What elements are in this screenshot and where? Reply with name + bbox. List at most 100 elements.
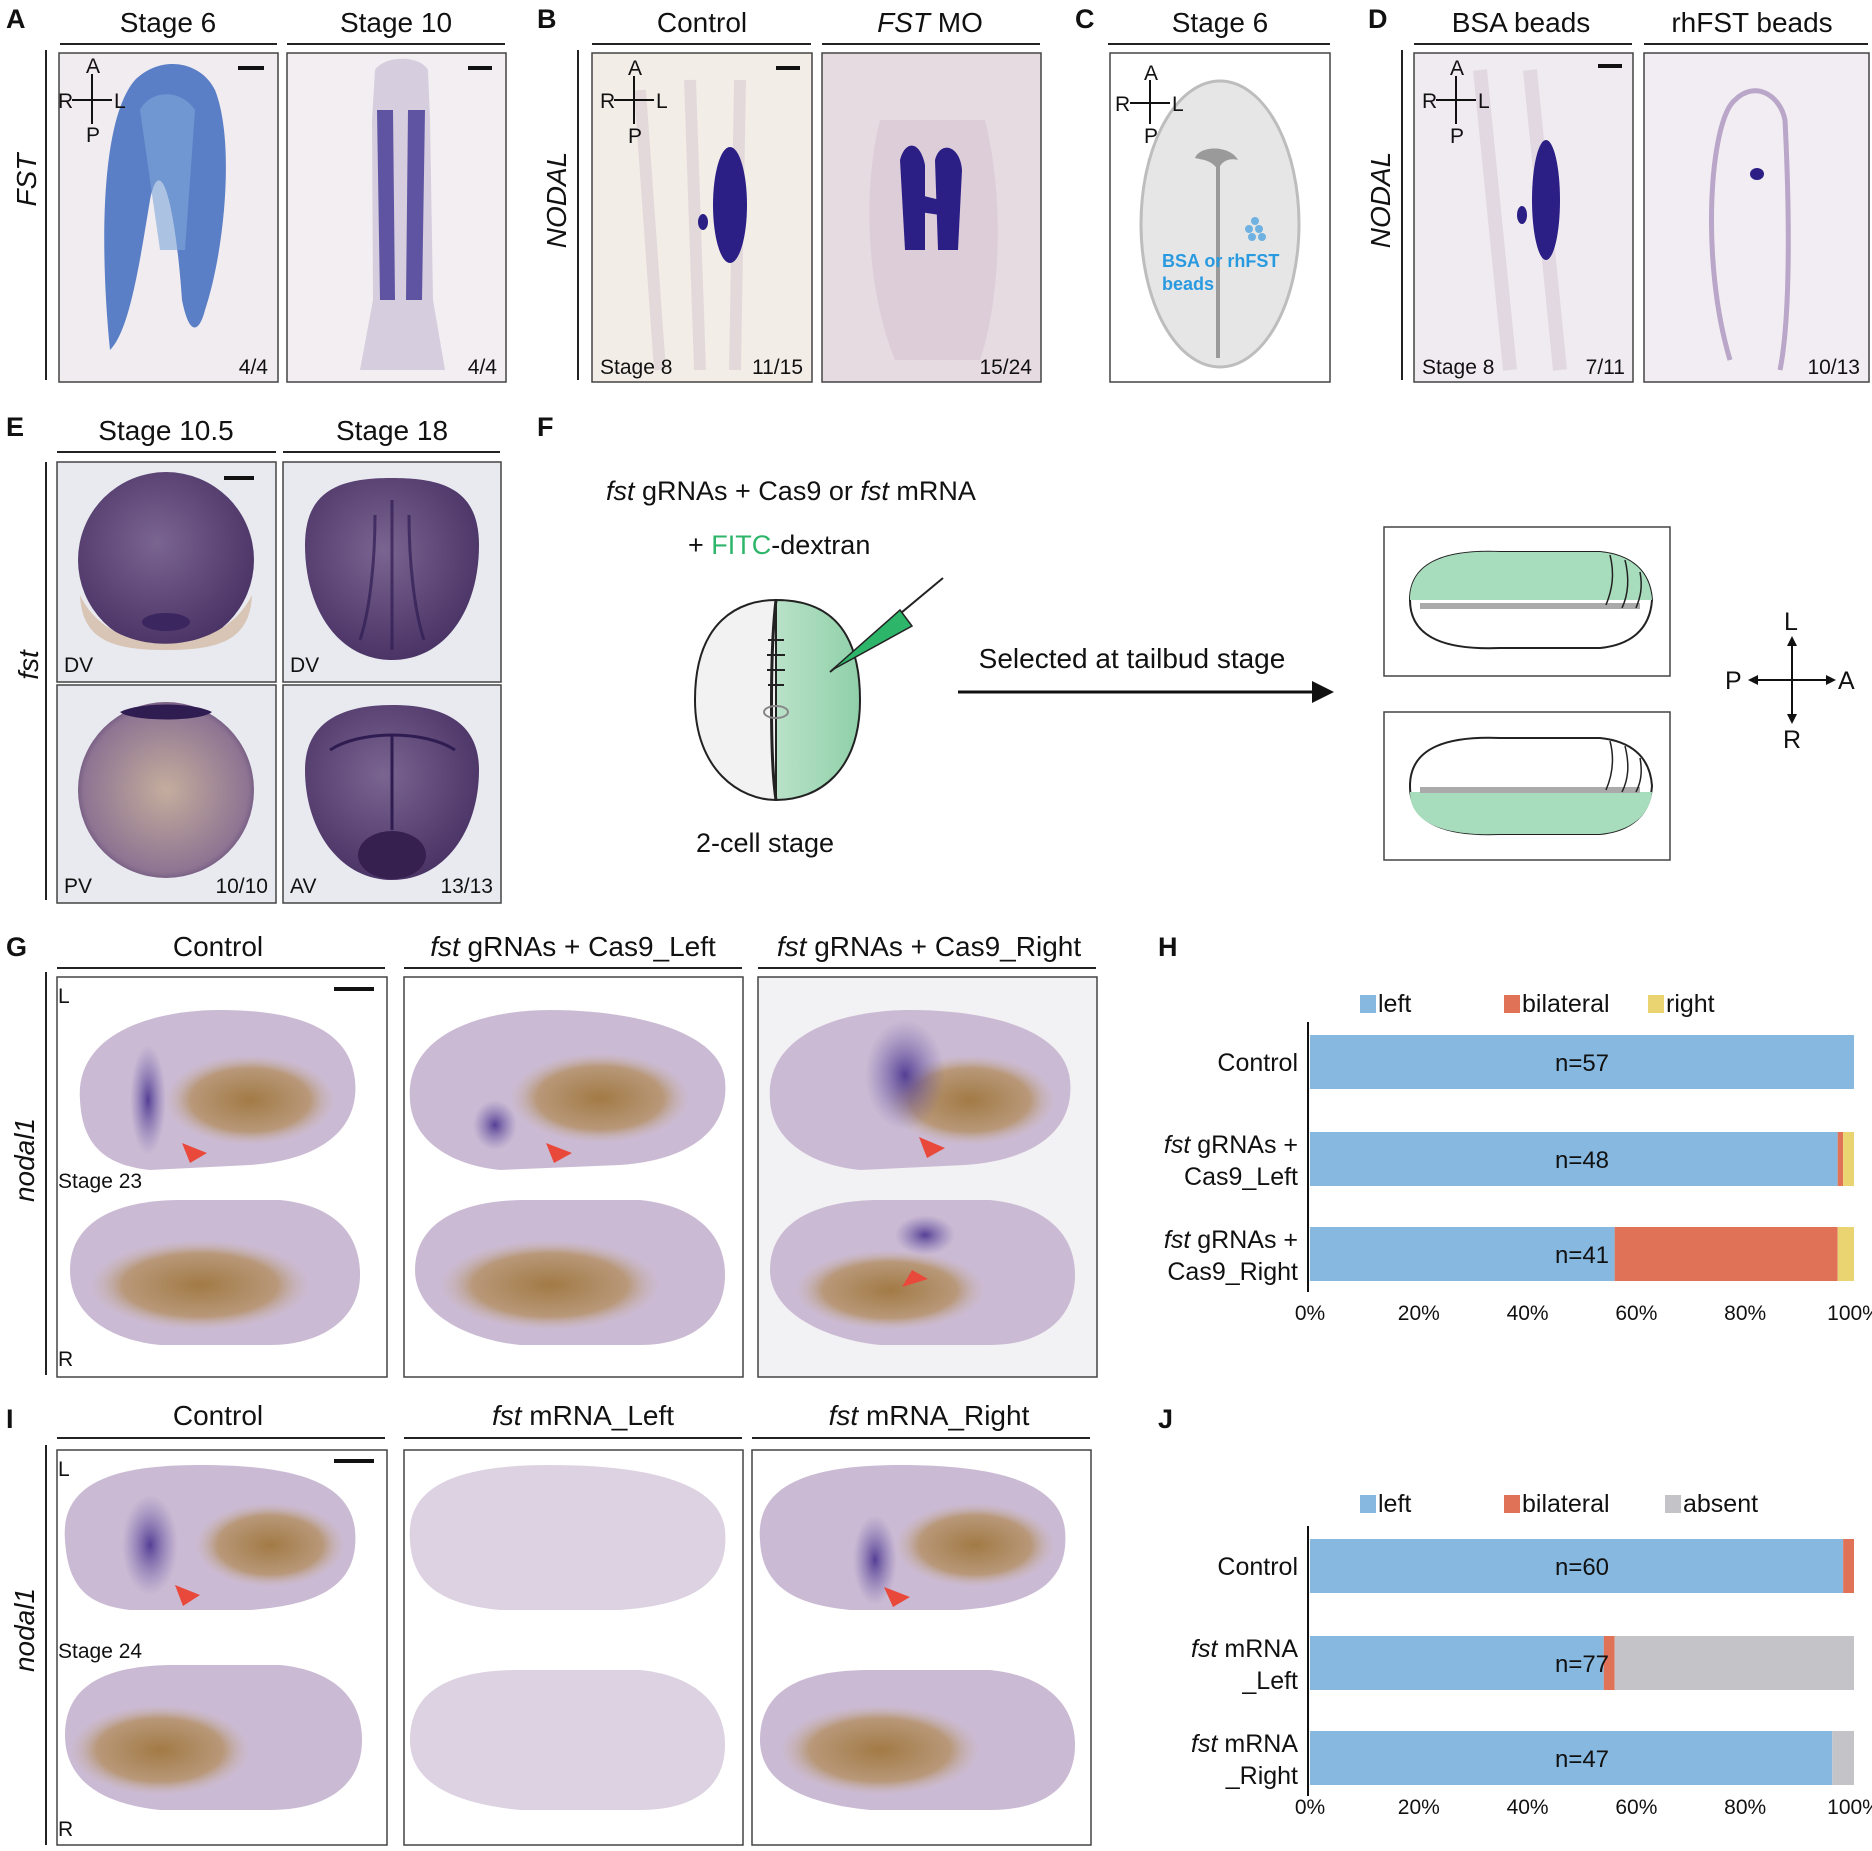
bar-n-label: n=41 [1555, 1242, 1609, 1269]
category-label: fst gRNAs + [1164, 1226, 1298, 1254]
panel-i: I nodal1 Control fst mRNA_Left fst mRNA_… [6, 1400, 1092, 1846]
bead-label: beads [1162, 274, 1214, 294]
panel-letter: A [6, 4, 26, 34]
bar-n-label: n=48 [1555, 1147, 1609, 1174]
x-tick-label: 40% [1507, 1796, 1549, 1819]
bar-segment [1310, 1132, 1838, 1186]
axis-r: R [1422, 90, 1437, 113]
panel-letter: I [6, 1404, 14, 1434]
embryo-image [403, 976, 744, 1378]
axis-p: P [1144, 125, 1158, 148]
bar-segment [1843, 1539, 1854, 1593]
column-header: fst gRNAs + Cas9_Left [430, 931, 716, 962]
view-label: AV [290, 875, 316, 898]
axis-a: A [1450, 57, 1464, 80]
panel-e: E fst Stage 10.5 Stage 18 DV DV PV 10/10 [6, 412, 502, 904]
column-header: Control [173, 931, 263, 962]
legend-swatch [1360, 995, 1376, 1013]
embryo-image: 4/4 [286, 52, 507, 383]
orientation-axis: A P R L [1422, 57, 1490, 148]
x-tick-label: 0% [1295, 1796, 1325, 1819]
count-label: 10/13 [1807, 356, 1860, 379]
x-tick-label: 0% [1295, 1302, 1325, 1325]
axis-r: R [58, 90, 73, 113]
stage-label: 2-cell stage [696, 828, 834, 858]
legend-swatch [1360, 1495, 1376, 1513]
gene-label: nodal1 [9, 1588, 40, 1672]
category-label: fst mRNA [1191, 1730, 1298, 1758]
view-label: DV [290, 654, 319, 677]
injection-line-1: fst gRNAs + Cas9 or fst mRNA [606, 476, 976, 506]
legend-swatch [1504, 1495, 1520, 1513]
column-header: rhFST beads [1671, 7, 1832, 38]
orientation-axis: A P R L [58, 55, 126, 147]
bar-segment [1837, 1227, 1854, 1281]
bar-segment [1832, 1731, 1854, 1785]
axis-a: A [1144, 62, 1158, 85]
column-header: fst gRNAs + Cas9_Right [777, 931, 1081, 962]
legend-label: absent [1683, 1490, 1758, 1518]
embryo-image: DV [282, 461, 502, 683]
column-header: Stage 18 [336, 415, 448, 446]
legend-swatch [1665, 1495, 1681, 1513]
legend-label: bilateral [1522, 990, 1610, 1018]
bead-label: BSA or rhFST [1162, 251, 1279, 271]
panel-b: B NODAL Control FST MO A P R L Stage 8 1… [537, 4, 1042, 383]
arrow-label: Selected at tailbud stage [979, 643, 1286, 674]
tailbud-schematic-left [1383, 526, 1671, 677]
stage-label: Stage 24 [58, 1640, 142, 1663]
side-label: R [58, 1818, 73, 1841]
embryo-image: 10/13 [1643, 52, 1870, 383]
embryo-image: L Stage 24 R [56, 1449, 388, 1846]
view-label: PV [64, 875, 92, 898]
category-label: _Left [1241, 1667, 1298, 1695]
view-label: DV [64, 654, 93, 677]
side-label: R [58, 1348, 73, 1371]
legend-label: left [1378, 990, 1411, 1018]
panel-letter: H [1158, 932, 1178, 962]
embryo-image: 15/24 [821, 52, 1042, 383]
panel-letter: D [1368, 4, 1388, 34]
category-label: _Right [1225, 1762, 1298, 1790]
gene-label: NODAL [541, 152, 572, 248]
compass-a: A [1838, 667, 1855, 695]
embryo-image: AV 13/13 [282, 684, 502, 904]
x-tick-label: 40% [1507, 1302, 1549, 1325]
axis-a: A [86, 55, 100, 78]
gene-label: NODAL [1365, 152, 1396, 248]
axis-r: R [1115, 93, 1130, 116]
panel-g: G nodal1 Control fst gRNAs + Cas9_Left f… [6, 931, 1098, 1378]
x-tick-label: 80% [1724, 1796, 1766, 1819]
stage-label: Stage 23 [58, 1170, 142, 1193]
x-tick-label: 20% [1398, 1302, 1440, 1325]
orientation-compass: L R P A [1725, 608, 1855, 754]
side-label: L [58, 985, 70, 1008]
panel-letter: G [6, 932, 27, 962]
bar-n-label: n=77 [1555, 1651, 1609, 1678]
embryo-image: A P R L Stage 8 7/11 [1413, 52, 1634, 383]
axis-l: L [1478, 90, 1490, 113]
count-label: 7/11 [1586, 356, 1625, 379]
x-tick-label: 100% [1827, 1302, 1872, 1325]
count-label: 4/4 [468, 356, 498, 379]
column-header: Control [173, 1400, 263, 1431]
panel-d: D NODAL BSA beads rhFST beads A P R L St… [1365, 4, 1870, 383]
axis-p: P [86, 124, 100, 147]
stage-label: Stage 8 [600, 356, 672, 379]
bar-n-label: n=60 [1555, 1554, 1609, 1581]
count-label: 15/24 [979, 356, 1032, 379]
side-label: L [58, 1458, 70, 1481]
embryo-image: PV 10/10 [56, 684, 277, 904]
axis-p: P [628, 125, 642, 148]
column-header: Stage 10.5 [98, 415, 233, 446]
axis-l: L [656, 90, 668, 113]
bar-segment [1310, 1731, 1833, 1785]
column-header: Stage 6 [1172, 7, 1269, 38]
injection-line-2: + FITC-dextran [688, 530, 870, 560]
stage-label: Stage 8 [1422, 356, 1494, 379]
embryo-image: L Stage 23 R [56, 976, 388, 1378]
panel-letter: J [1158, 1404, 1173, 1434]
